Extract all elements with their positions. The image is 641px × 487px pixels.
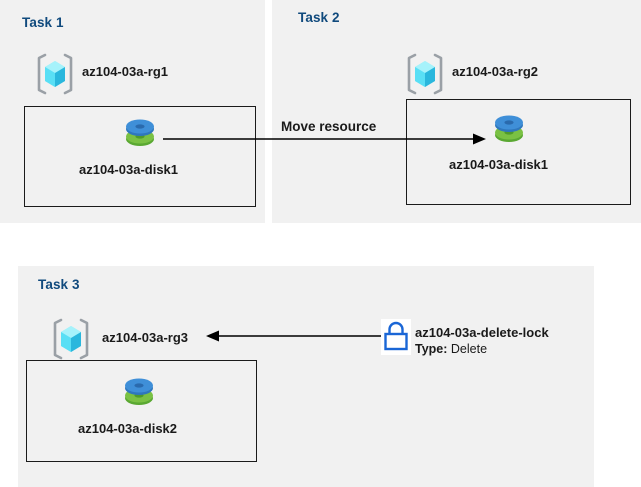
resource-group-cube-icon bbox=[406, 53, 444, 95]
arrow-left-icon bbox=[206, 326, 382, 346]
resource-group-cube-icon bbox=[36, 53, 74, 95]
resource-label: az104-03a-disk2 bbox=[78, 421, 178, 436]
panel-task-3: Task 3 az104-03a-rg3 az104-0 bbox=[18, 266, 594, 487]
resource-group-boundary-box bbox=[26, 360, 257, 462]
arrow-right-icon bbox=[163, 126, 488, 154]
resource-group-label: az104-03a-rg3 bbox=[102, 330, 188, 345]
move-resource-label: Move resource bbox=[281, 119, 377, 134]
panel-title-task-2: Task 2 bbox=[298, 10, 340, 25]
resource-group-label: az104-03a-rg1 bbox=[82, 64, 168, 79]
panel-title-task-1: Task 1 bbox=[22, 15, 64, 30]
managed-disk-icon bbox=[120, 112, 160, 152]
lock-type-row: Type: Delete bbox=[415, 342, 487, 356]
lock-name-label: az104-03a-delete-lock bbox=[415, 325, 549, 340]
managed-disk-icon bbox=[489, 108, 529, 148]
managed-disk-icon bbox=[119, 371, 159, 411]
lock-type-value: Delete bbox=[450, 342, 488, 356]
resource-label: az104-03a-disk1 bbox=[79, 162, 179, 177]
panel-task-2: Task 2 az104-03a-rg2 az104-0 bbox=[272, 0, 641, 223]
panel-title-task-3: Task 3 bbox=[38, 277, 80, 292]
padlock-icon bbox=[381, 319, 411, 355]
lock-type-key: Type: bbox=[415, 342, 448, 356]
resource-group-cube-icon bbox=[52, 318, 90, 360]
resource-group-boundary-box bbox=[406, 99, 631, 205]
resource-label: az104-03a-disk1 bbox=[449, 157, 549, 172]
resource-group-label: az104-03a-rg2 bbox=[452, 64, 538, 79]
panel-task-1: Task 1 az104-03a-rg1 az104-0 bbox=[0, 0, 265, 223]
